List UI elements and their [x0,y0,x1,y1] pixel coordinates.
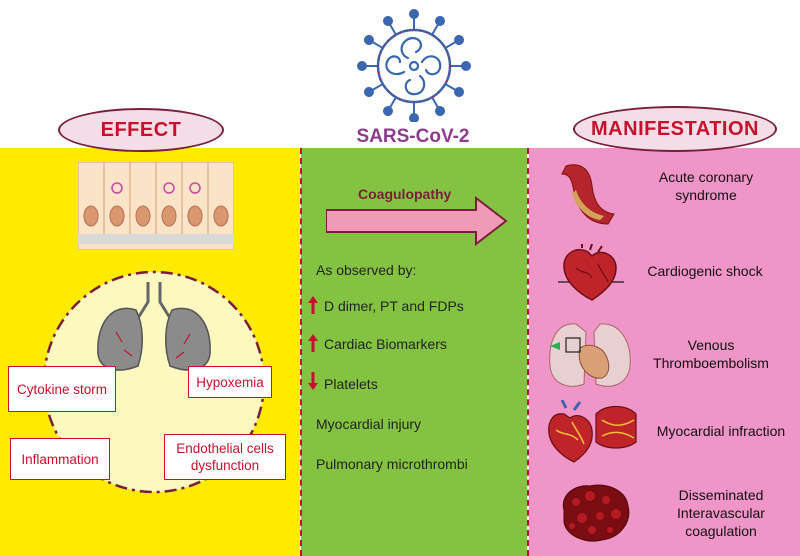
divider-right [527,148,529,556]
cytokine-storm-text: Cytokine storm [16,381,108,397]
hypoxemia-text: Hypoxemia [196,374,264,390]
heart-artery-icon [548,400,637,463]
effect-heading-text: EFFECT [100,118,182,141]
inflammation-label: Inflammation [10,438,110,480]
observed-item: Myocardial injury [316,416,422,432]
down-arrow-icon [308,372,318,390]
effect-heading: EFFECT [58,108,224,152]
endothelial-label: Endothelial cells dysfunction [164,434,286,480]
cytokine-storm-label: Cytokine storm [8,366,116,412]
manifestation-item: Myocardial infraction [656,423,786,439]
manifestation-item: Cardiogenic shock [647,263,763,279]
observed-item: Cardiac Biomarkers [324,336,447,352]
endothelial-text: Endothelial cells dysfunction [176,441,274,473]
up-arrow-icon [308,296,318,314]
observed-heading: As observed by: [316,262,417,278]
hypoxemia-label: Hypoxemia [188,366,272,398]
artery-icon [561,164,615,225]
lungs-icon [97,282,211,371]
clot-icon [562,484,630,542]
epithelial-cells-icon [78,162,234,250]
manifestation-heading-text: MANIFESTATION [591,117,759,140]
coagulopathy-label: Coagulopathy [358,186,452,202]
observed-item: Platelets [324,376,378,392]
inflammation-text: Inflammation [21,451,99,467]
up-arrow-icon [308,334,318,352]
manifestation-item: Acute coronary syndrome [658,169,754,203]
coagulopathy-arrow [326,196,508,246]
observed-item: Pulmonary microthrombi [316,456,468,472]
virus-name: SARS-CoV-2 [356,126,470,147]
manifestation-item: Venous Thromboembolism [653,337,769,371]
divider-left [300,148,302,556]
observed-item: D dimer, PT and FDPs [324,298,464,314]
heart-icon [558,244,624,301]
manifestation-heading: MANIFESTATION [573,106,777,152]
manifestation-item: Disseminated Interavascular coagulation [677,487,765,539]
lungs-heart-icon [549,323,631,387]
virus-icon [357,9,471,122]
